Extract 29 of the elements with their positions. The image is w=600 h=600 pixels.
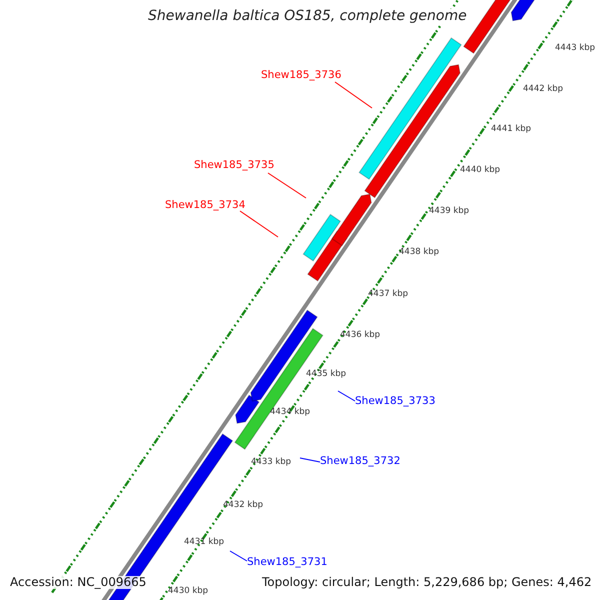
tick-label: 4430 kbp bbox=[168, 587, 208, 596]
gene-label: Shew185_3732 bbox=[320, 456, 400, 468]
tick-label: 4443 kbp bbox=[555, 44, 596, 54]
tick-label: 4436 kbp bbox=[340, 331, 380, 340]
footer-text: Topology: circular; Length: 5,229,686 bp; Genes: 4,462 bbox=[262, 576, 592, 590]
title: Shewanella baltica OS185, complete genome bbox=[148, 9, 467, 24]
leader-line bbox=[334, 82, 372, 108]
tick-label: 4434 kbp bbox=[270, 408, 310, 418]
tick-label: 4438 kbp bbox=[399, 248, 440, 258]
leader-line bbox=[338, 390, 356, 402]
tick-label: 4441 kbp bbox=[491, 125, 532, 134]
tick-label: 4433 kbp bbox=[251, 458, 292, 468]
gene-label: Shew185_3734 bbox=[165, 200, 246, 212]
leader-line bbox=[268, 172, 306, 198]
tick-label: 4437 kbp bbox=[368, 290, 408, 300]
tick-label: 4442 kbp bbox=[523, 85, 564, 94]
tick-label: 4435 kbp bbox=[306, 370, 346, 380]
tick-label: 4431 kbp bbox=[184, 538, 224, 548]
gene-label: Shew185_3735 bbox=[194, 160, 274, 172]
tick-label: 4440 kbp bbox=[460, 166, 500, 176]
tick-label: 4432 kbp bbox=[223, 501, 264, 510]
gene-label: Shew185_3736 bbox=[261, 70, 342, 82]
gene-label: Shew185_3733 bbox=[355, 396, 436, 408]
gene-label: Shew185_3731 bbox=[247, 557, 328, 569]
tick-label: 4439 kbp bbox=[429, 207, 470, 216]
leader-line bbox=[300, 458, 320, 462]
leader-line bbox=[240, 210, 278, 238]
footer-text: Accession: NC_009665 bbox=[10, 576, 146, 590]
leader-line bbox=[230, 550, 248, 562]
